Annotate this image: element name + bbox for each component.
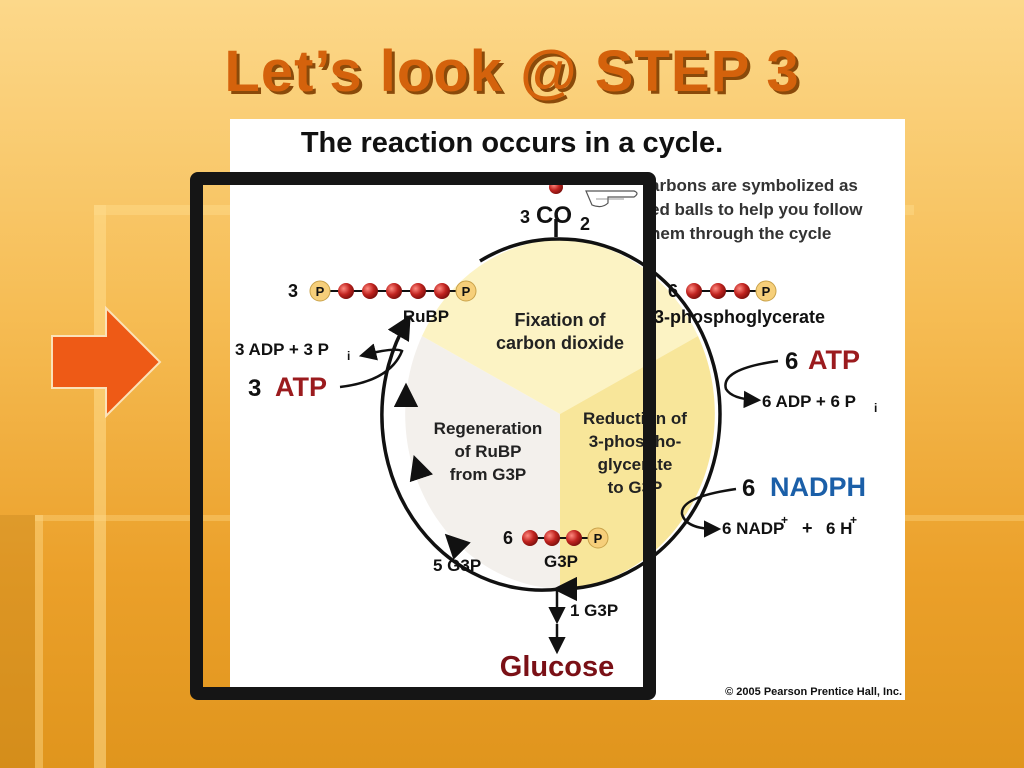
g3p-label: G3P [544,552,578,571]
atp-use-arrow [724,359,779,409]
carbon-ball [549,180,563,194]
rubp-molecule [309,280,477,302]
atp-label: ATP [808,345,860,375]
right-arrow-icon [51,306,162,418]
atp-count: 6 [785,348,798,375]
cycle-arrow [479,237,561,263]
pi-subscript: i [874,401,877,415]
copyright-text: © 2005 Pearson Prentice Hall, Inc. [725,686,902,698]
stage-regeneration-label: Regeneration [434,419,543,438]
atp-use-arrow [339,343,404,389]
pga-molecule [686,280,777,302]
plus-sign: + [802,518,813,538]
phosphate-label: P [316,284,325,299]
atp-count: 3 [248,375,261,402]
rubp-label: RuBP [403,307,449,326]
pointing-hand-icon [585,190,638,208]
note-line: ed balls to help you follow [650,200,863,219]
stage-regeneration-label: from G3P [450,465,527,484]
pi-subscript: i [347,349,350,363]
nadp-superscript: + [781,513,788,527]
note-line: hem through the cycle [650,224,831,243]
note-line: arbons are symbolized as [650,176,858,195]
phosphate-label: P [762,284,771,299]
g3p-molecule [522,527,609,549]
phosphate-label: P [594,531,603,546]
diagram-heading: The reaction occurs in a cycle. [301,127,723,159]
stage-fixation-label: Fixation of [515,310,607,330]
hydrogen-label: 6 H [826,519,852,538]
nadph-count: 6 [742,475,755,502]
stage-fixation-label: carbon dioxide [496,333,624,353]
g3p-recycled-label: 5 G3P [433,556,481,575]
pga-label: 3-phosphoglycerate [654,307,825,327]
cycle-arrow [444,533,471,560]
background-shade [0,515,35,768]
stage-reduction-label: to G3P [608,478,663,497]
cycle-arrow [552,413,722,602]
nadph-label: NADPH [770,472,866,502]
cycle-arrow [559,237,722,415]
glucose-label: Glucose [500,651,614,683]
g3p-output-label: 1 G3P [570,601,618,620]
cycle-arrow [409,455,434,483]
slide-title: Let’s look @ STEP 3 [224,39,800,104]
stage-reduction-label: glycerate [598,455,673,474]
stage-reduction-label: Reduction of [583,409,687,428]
pga-count: 6 [668,281,678,301]
calvin-cycle-figure: The reaction occurs in a cycle. arbons a… [230,119,905,700]
calvin-cycle-diagram: The reaction occurs in a cycle. arbons a… [235,127,902,698]
decorative-line [35,515,43,768]
stage-reduction-label: 3-phospho- [589,432,682,451]
phosphate-label: P [462,284,471,299]
nadp-label: 6 NADP [722,519,784,538]
atp-label: ATP [275,372,327,402]
cycle-disc [405,239,715,589]
co2-label: CO [536,202,572,229]
co2-count: 3 [520,207,530,227]
g3p-count: 6 [503,528,513,548]
hydrogen-superscript: + [850,513,857,527]
decorative-line [94,205,106,768]
adp-pi-label: 3 ADP + 3 P [235,340,329,359]
nadph-use-arrow [680,487,737,538]
co2-subscript: 2 [580,214,590,234]
rubp-count: 3 [288,281,298,301]
adp-pi-label: 6 ADP + 6 P [762,392,856,411]
cycle-arrow [380,314,561,592]
stage-regeneration-label: of RuBP [454,442,521,461]
